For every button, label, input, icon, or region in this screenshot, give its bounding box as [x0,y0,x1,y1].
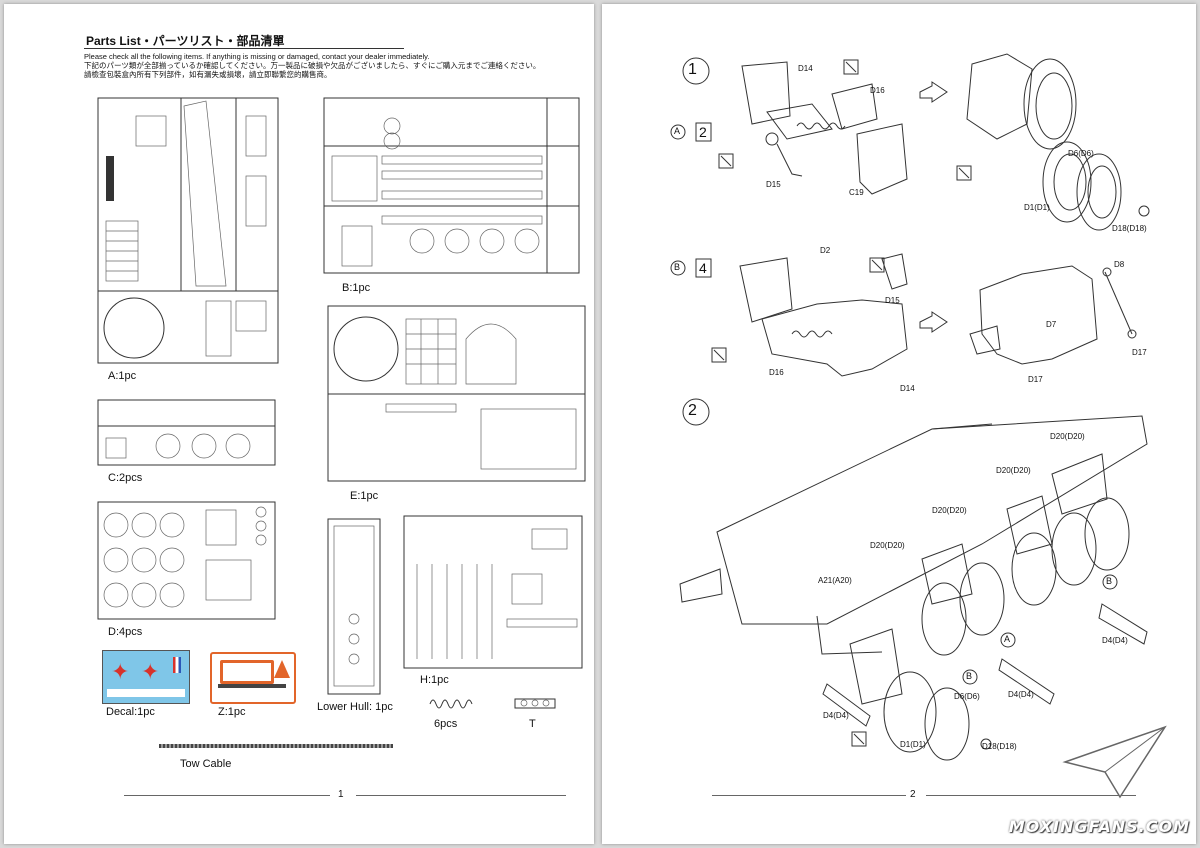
part-label: D7 [1046,320,1057,329]
tow-cable-label: Tow Cable [180,758,232,770]
sprue-b-drawing [323,97,580,274]
step-2-number: 2 [688,402,697,419]
marker-b: B [966,671,973,681]
left-page: Parts List・パーツリスト・部品清單 Please check all … [4,4,594,844]
note-cn: 請檢查包裝盒內所有下列部件，如有漏失或損壞，請立即聯繫您的購售商。 [84,70,332,79]
flag-icon [173,657,181,673]
sprue-c-label: C:2pcs [108,472,143,484]
part-label: D2 [820,246,831,255]
marker-b: B [1106,576,1113,586]
part-label: D15 [766,180,781,189]
part-t-label: T [529,718,536,730]
part-label: D4(D4) [823,711,849,720]
no-glue-icon [851,731,867,747]
part-label: D16 [870,86,885,95]
sprue-a-label: A:1pc [108,370,137,382]
marker-b: B [674,262,681,272]
marker-a: A [1004,634,1011,644]
page-number-left: 1 [338,789,344,800]
no-glue-icon [956,165,972,181]
paper-plane-logo-icon [1062,725,1167,799]
sprue-d-drawing [97,501,276,620]
no-glue-icon [869,257,885,273]
part-label: D20(D20) [870,541,905,550]
note-jp: 下記のパーツ類が全部揃っているか確認してください。万一製品に破損や欠品がございま… [84,61,541,70]
part-label: D6(D6) [954,692,980,701]
tow-cable-drawing [159,744,393,748]
note-en: Please check all the following items. If… [84,52,430,61]
part-t-drawing [514,698,556,709]
part-label: D20(D20) [932,506,967,515]
part-label: D1(D1) [1024,203,1050,212]
maple-leaf-icon: ✦ [141,659,160,684]
part-label: D18(D18) [1112,224,1147,233]
title-rule [84,48,404,49]
part-label: D17 [1028,375,1043,384]
qty-a: 2 [699,124,707,140]
assembly-diagram [670,53,1150,761]
decal-sheet-image: ✦ ✦ [102,650,190,704]
watermark: MOXINGFANS.COM [1008,817,1190,836]
z-label: Z:1pc [218,706,246,718]
sprue-h-label: H:1pc [420,674,449,686]
part-label: D17 [1132,348,1147,357]
part-label: D6(D6) [1068,149,1094,158]
maple-leaf-icon: ✦ [111,659,130,684]
marker-a: A [674,126,681,136]
part-label: D4(D4) [1102,636,1128,645]
part-label: D4(D4) [1008,690,1034,699]
no-glue-icon [843,59,859,75]
part-label: D18(D18) [982,742,1017,751]
right-page: 1 2 A 2 B 4 D14 D16 D15 C19 D6(D6) D1(D1… [602,4,1196,844]
step-1-number: 1 [688,61,697,78]
sprue-e-drawing [327,305,586,482]
decal-label: Decal:1pc [106,706,155,718]
sprue-e-label: E:1pc [350,490,379,502]
no-glue-icon [711,347,727,363]
no-glue-icon [718,153,734,169]
part-label: D8 [1114,260,1125,269]
lower-hull-label: Lower Hull: 1pc [317,701,393,713]
part-label: D20(D20) [996,466,1031,475]
spring-label: 6pcs [434,718,458,730]
part-label: D20(D20) [1050,432,1085,441]
part-label: C19 [849,188,864,197]
sprue-c-drawing [97,399,276,466]
lower-hull-drawing [327,518,381,695]
qty-b: 4 [699,260,707,276]
sprue-h-drawing [403,515,583,669]
spring-drawing [429,699,473,709]
page-number-right: 2 [910,789,916,800]
part-label: D14 [900,384,915,393]
sprue-a-drawing [97,97,279,364]
sprue-b-label: B:1pc [342,282,371,294]
parts-list-title: Parts List・パーツリスト・部品清單 [86,34,285,48]
sprue-d-label: D:4pcs [108,626,143,638]
part-label: D16 [769,368,784,377]
part-label: D1(D1) [900,740,926,749]
part-label: D14 [798,64,813,73]
z-photoetch-image [210,652,296,704]
part-label: A21(A20) [818,576,852,585]
part-label: D15 [885,296,900,305]
